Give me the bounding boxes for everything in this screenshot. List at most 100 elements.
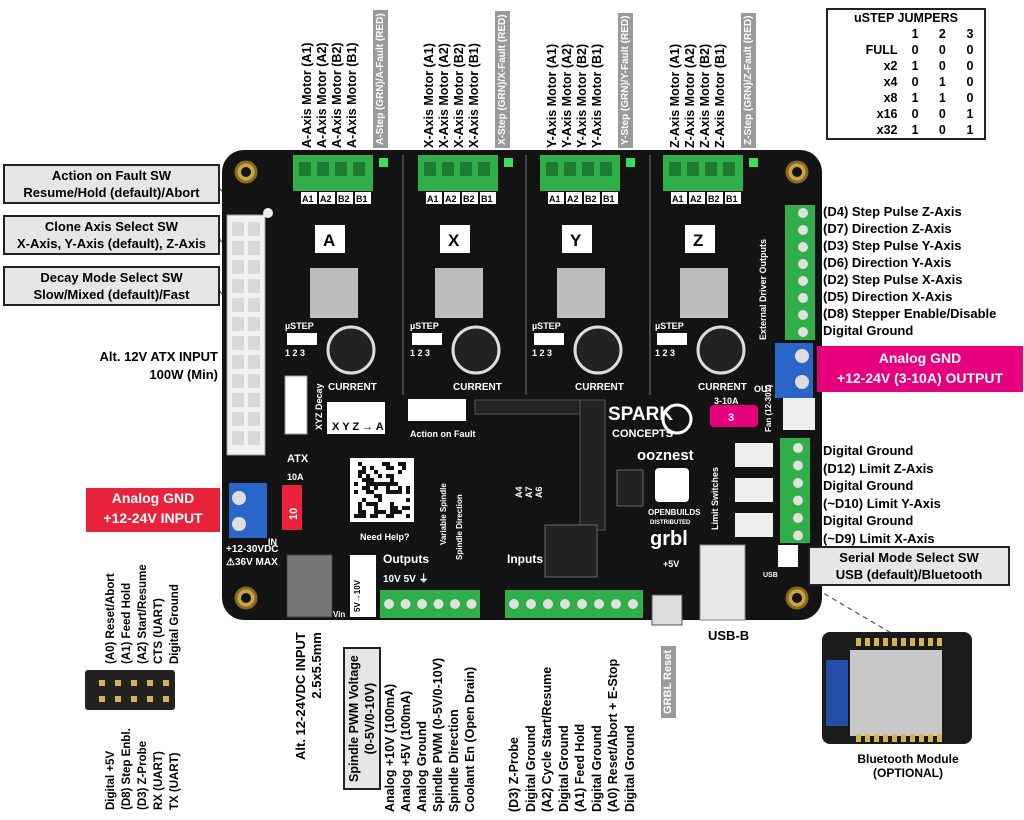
ustep-cell: 0 xyxy=(938,43,946,57)
output-pin-label: Analog Ground xyxy=(415,721,429,812)
svg-text:Spindle Direction: Spindle Direction xyxy=(455,494,464,560)
step-led xyxy=(626,158,635,167)
ustep-cell: 0 xyxy=(911,75,919,89)
ustep-jumpers xyxy=(412,333,442,345)
header-pin xyxy=(131,680,137,686)
svg-text:Limit Switches: Limit Switches xyxy=(710,467,720,530)
atx-led xyxy=(263,208,273,218)
svg-text:Variable Spindle: Variable Spindle xyxy=(439,483,448,545)
spark-logo: SPARK xyxy=(608,404,673,425)
input-power-terminal xyxy=(229,483,267,538)
svg-text:10: 10 xyxy=(288,508,300,520)
ustep-cell: 1 xyxy=(966,123,974,137)
ustep-cell: x8 xyxy=(883,91,898,105)
input-pin-label: (A1) Feed Hold xyxy=(573,723,587,812)
ustep-cell: 1 xyxy=(911,123,919,137)
analog-gnd-input-label: Analog GND+12-24V INPUT xyxy=(86,488,220,532)
motor-pin-tag: A2 xyxy=(320,194,332,204)
ustep-cell: 1 xyxy=(911,91,919,105)
motor-pin-tag: A2 xyxy=(567,194,579,204)
motor-pin-tag: B1 xyxy=(726,194,738,204)
ustep-cell: 0 xyxy=(966,43,974,57)
external-driver-pin-label: (D4) Step Pulse Z-Axis xyxy=(823,204,962,219)
motor-pin-tag: A1 xyxy=(302,194,314,204)
uart-header-block xyxy=(85,670,175,710)
header-bottom-pin-label: (D3) Z-Probe xyxy=(137,741,149,810)
svg-text:Vin: Vin xyxy=(333,610,345,619)
ustep-col: 3 xyxy=(966,27,974,41)
svg-text:Fan (12-30V): Fan (12-30V) xyxy=(764,384,773,432)
clone-switch-callout: Clone Axis Select SW X-Axis, Y-Axis (def… xyxy=(3,215,220,255)
step-led xyxy=(504,158,513,167)
svg-text:µSTEP: µSTEP xyxy=(655,321,684,331)
limit-z-connector xyxy=(735,443,773,467)
svg-text:X Y Z → A: X Y Z → A xyxy=(332,421,384,433)
svg-text:10V 5V ⏚: 10V 5V ⏚ xyxy=(383,573,429,585)
svg-text:DISTRIBUTED: DISTRIBUTED xyxy=(650,520,691,526)
header-pin xyxy=(131,696,137,702)
axis-letter-box xyxy=(685,225,715,253)
svg-text:10A: 10A xyxy=(287,472,304,482)
ustep-cell: x4 xyxy=(883,75,898,89)
limit-pin-label: (~D10) Limit Y-Axis xyxy=(823,495,941,511)
limit-pin-label: Digital Ground xyxy=(823,513,914,528)
svg-text:A4: A4 xyxy=(514,486,524,498)
svg-text:µSTEP: µSTEP xyxy=(532,321,561,331)
pwm-select-switch xyxy=(350,555,376,617)
motor-pin-label: Z-Axis Motor (B1) xyxy=(713,43,727,148)
spindle-pwm-voltage-box: Spindle PWM Voltage(0-5V/0-10V) xyxy=(343,647,381,790)
svg-text:CURRENT: CURRENT xyxy=(328,382,377,393)
fault-switch-callout: Action on Fault SW Resume/Hold (default)… xyxy=(3,164,220,204)
axis-letter: A xyxy=(323,231,335,250)
ustep-table-title: uSTEP JUMPERS xyxy=(854,11,958,25)
header-top-pin-label: (A0) Reset/Abort xyxy=(105,573,117,664)
ustep-cell: 0 xyxy=(911,107,919,121)
svg-text:3-10A: 3-10A xyxy=(714,396,739,406)
input-pin-label: Digital Ground xyxy=(589,725,604,812)
clone-switch xyxy=(327,402,385,434)
atx-text: ATX xyxy=(287,453,309,465)
current-pot xyxy=(696,325,746,375)
arduino-header-side xyxy=(579,399,606,531)
motor-pin-label: Z-Axis Motor (A1) xyxy=(668,43,682,148)
fan-connector xyxy=(783,398,815,430)
driver-heatsink xyxy=(680,268,728,318)
limit-pin-label: Digital Ground xyxy=(823,478,914,493)
motor-pin-label: X-Axis Motor (A1) xyxy=(422,43,436,148)
header-pin xyxy=(147,680,153,686)
step-fault-led-label: X-Step (GRN)/X-Fault (RED) xyxy=(495,11,510,148)
svg-text:+12-30VDC: +12-30VDC xyxy=(226,544,279,555)
limit-y-connector xyxy=(735,478,773,502)
header-top-pin-label: (A1) Feed Hold xyxy=(121,582,133,664)
svg-text:1 2 3: 1 2 3 xyxy=(532,348,552,358)
header-bottom-pin-label: TX (UART) xyxy=(169,752,181,811)
grbl-reset-button xyxy=(651,594,683,626)
axis-letter-box xyxy=(562,225,592,253)
ustep-cell: x16 xyxy=(876,107,898,121)
input-pin-label: Digital Ground xyxy=(556,725,571,812)
decay-switch-callout: Decay Mode Select SW Slow/Mixed (default… xyxy=(3,266,220,306)
motor-pin-tag: B2 xyxy=(338,194,350,204)
step-fault-led-label: Y-Step (GRN)/Y-Fault (RED) xyxy=(618,12,633,148)
external-driver-pin-label: (D2) Step Pulse X-Axis xyxy=(823,272,963,287)
header-pin xyxy=(163,696,169,702)
ustep-cell: 0 xyxy=(938,59,946,73)
bluetooth-module-image xyxy=(822,632,972,744)
ustep-cell: x32 xyxy=(876,123,898,137)
current-pot xyxy=(326,325,376,375)
ustep-cell: 1 xyxy=(966,107,974,121)
grbl-logo: grbl xyxy=(650,528,688,550)
motor-pin-label: A-Axis Motor (B1) xyxy=(345,42,359,148)
output-pin-label: Coolant En (Open Drain) xyxy=(463,666,477,812)
usb-b-label: USB-B xyxy=(708,628,750,643)
motor-pin-label: X-Axis Motor (B1) xyxy=(467,43,481,148)
svg-text:5V→10V: 5V→10V xyxy=(353,579,362,612)
decay-switch xyxy=(284,375,308,435)
